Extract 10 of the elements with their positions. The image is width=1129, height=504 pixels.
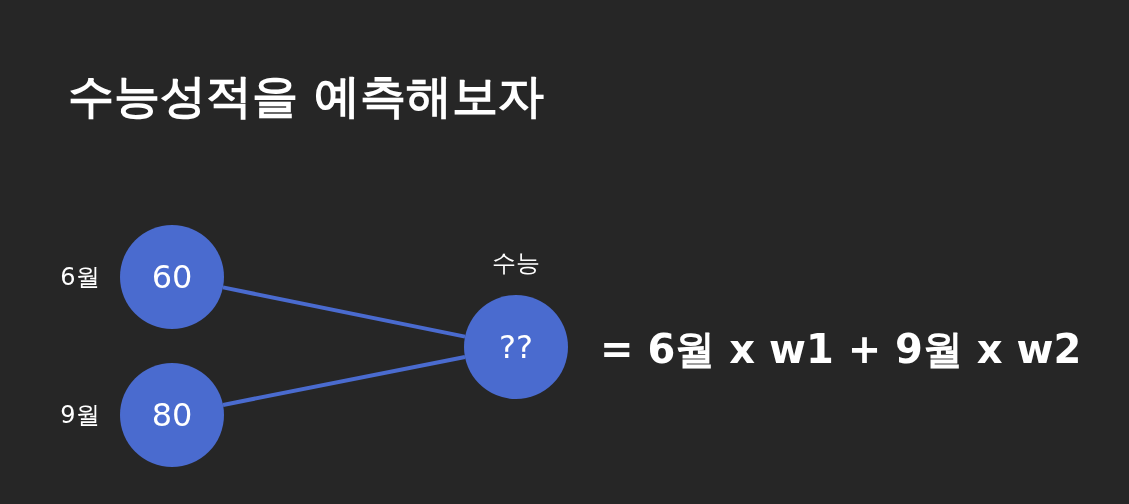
title: 수능성적을 예측해보자 xyxy=(68,68,544,125)
node-value: 60 xyxy=(151,258,193,296)
connector-line xyxy=(222,355,466,407)
connector-line xyxy=(222,285,466,339)
node-value: 80 xyxy=(151,396,193,434)
node-value: ?? xyxy=(499,328,533,366)
node-caption: 6월 xyxy=(60,262,100,293)
node-caption: 수능 xyxy=(492,248,540,279)
node-caption: 9월 xyxy=(60,400,100,431)
formula-text: = 6월 x w1 + 9월 x w2 xyxy=(600,325,1082,374)
